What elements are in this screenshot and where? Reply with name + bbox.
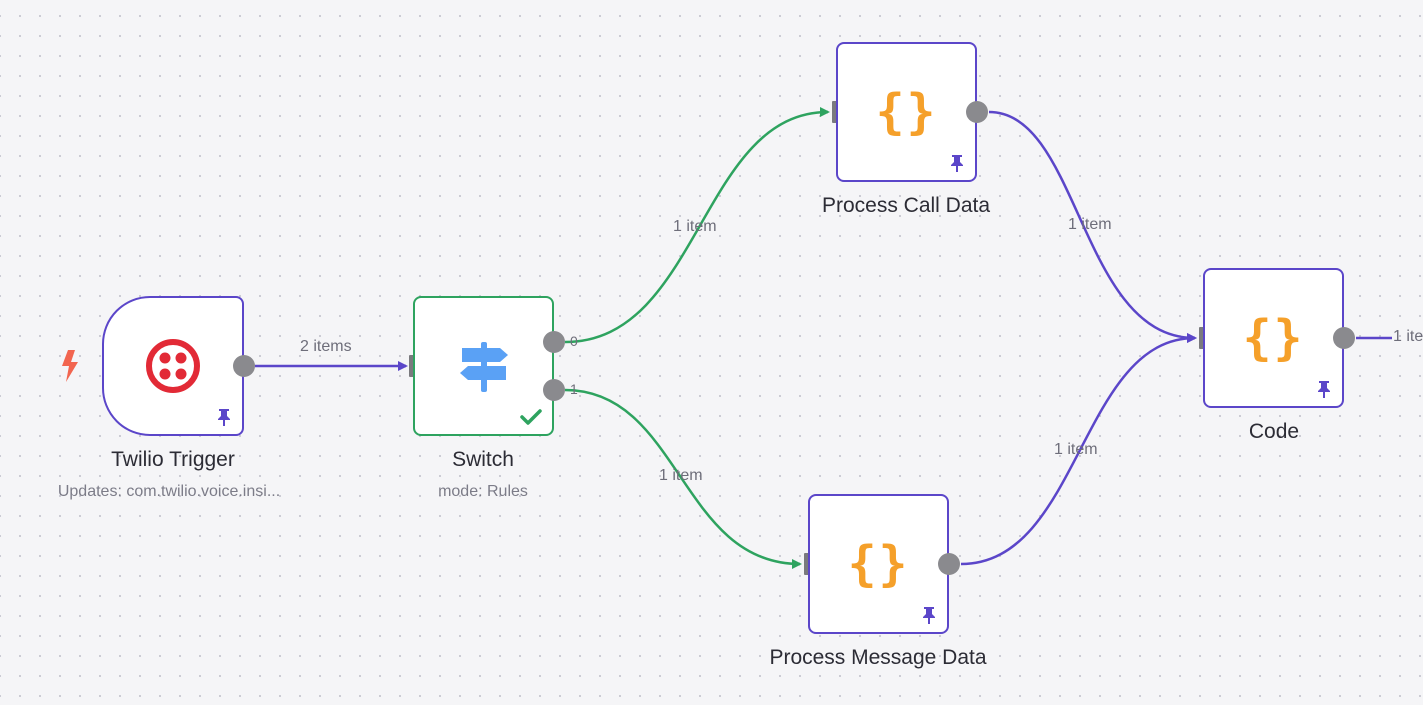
pin-icon[interactable] [921,606,937,624]
edge-label-switch-to-call: 1 item [673,218,717,235]
edge-process-message-to-code[interactable] [960,333,1197,566]
pin-icon[interactable] [1316,380,1332,398]
node-twilio-trigger[interactable] [102,296,244,436]
edge-switch-to-process-call[interactable] [564,107,830,344]
edge-label-message-to-code: 1 item [1054,441,1098,458]
edge-label-switch-to-message: 1 item [659,467,703,484]
code-braces-icon: {} [1242,310,1305,366]
code-output-port[interactable] [1333,327,1355,349]
signpost-icon [415,298,552,434]
twilio-trigger-subtitle: Updates: com.twilio.voice.insi... [57,483,281,500]
code-braces-icon: {} [847,536,910,592]
edge-process-call-to-code[interactable] [988,110,1197,343]
node-code[interactable]: {} [1203,268,1344,408]
process-message-output-port[interactable] [938,553,960,575]
switch-output-label-1: 1 [570,381,578,397]
node-process-message-data[interactable]: {} [808,494,949,634]
node-process-call-data[interactable]: {} [836,42,977,182]
node-switch[interactable] [413,296,554,436]
pin-icon[interactable] [216,408,232,426]
process-call-output-port[interactable] [966,101,988,123]
edge-label-trigger-to-switch: 2 items [300,338,352,355]
edge-switch-to-process-message[interactable] [564,388,802,569]
switch-subtitle: mode: Rules [438,483,528,500]
process-message-data-label: Process Message Data [769,646,987,669]
switch-output-port-1[interactable] [543,379,565,401]
switch-label: Switch [452,448,514,471]
twilio-trigger-label: Twilio Trigger [111,448,235,471]
edge-label-code-output: 1 ite [1393,328,1423,345]
process-call-data-label: Process Call Data [821,194,991,217]
pin-icon[interactable] [949,154,965,172]
success-check-icon [520,409,542,425]
trigger-bolt-icon [62,350,78,382]
code-braces-icon: {} [875,84,938,140]
edge-label-call-to-code: 1 item [1068,216,1112,233]
twilio-icon [104,298,242,434]
twilio-trigger-output-port[interactable] [233,355,255,377]
switch-output-port-0[interactable] [543,331,565,353]
code-label: Code [1248,420,1300,443]
switch-output-label-0: 0 [570,333,578,349]
